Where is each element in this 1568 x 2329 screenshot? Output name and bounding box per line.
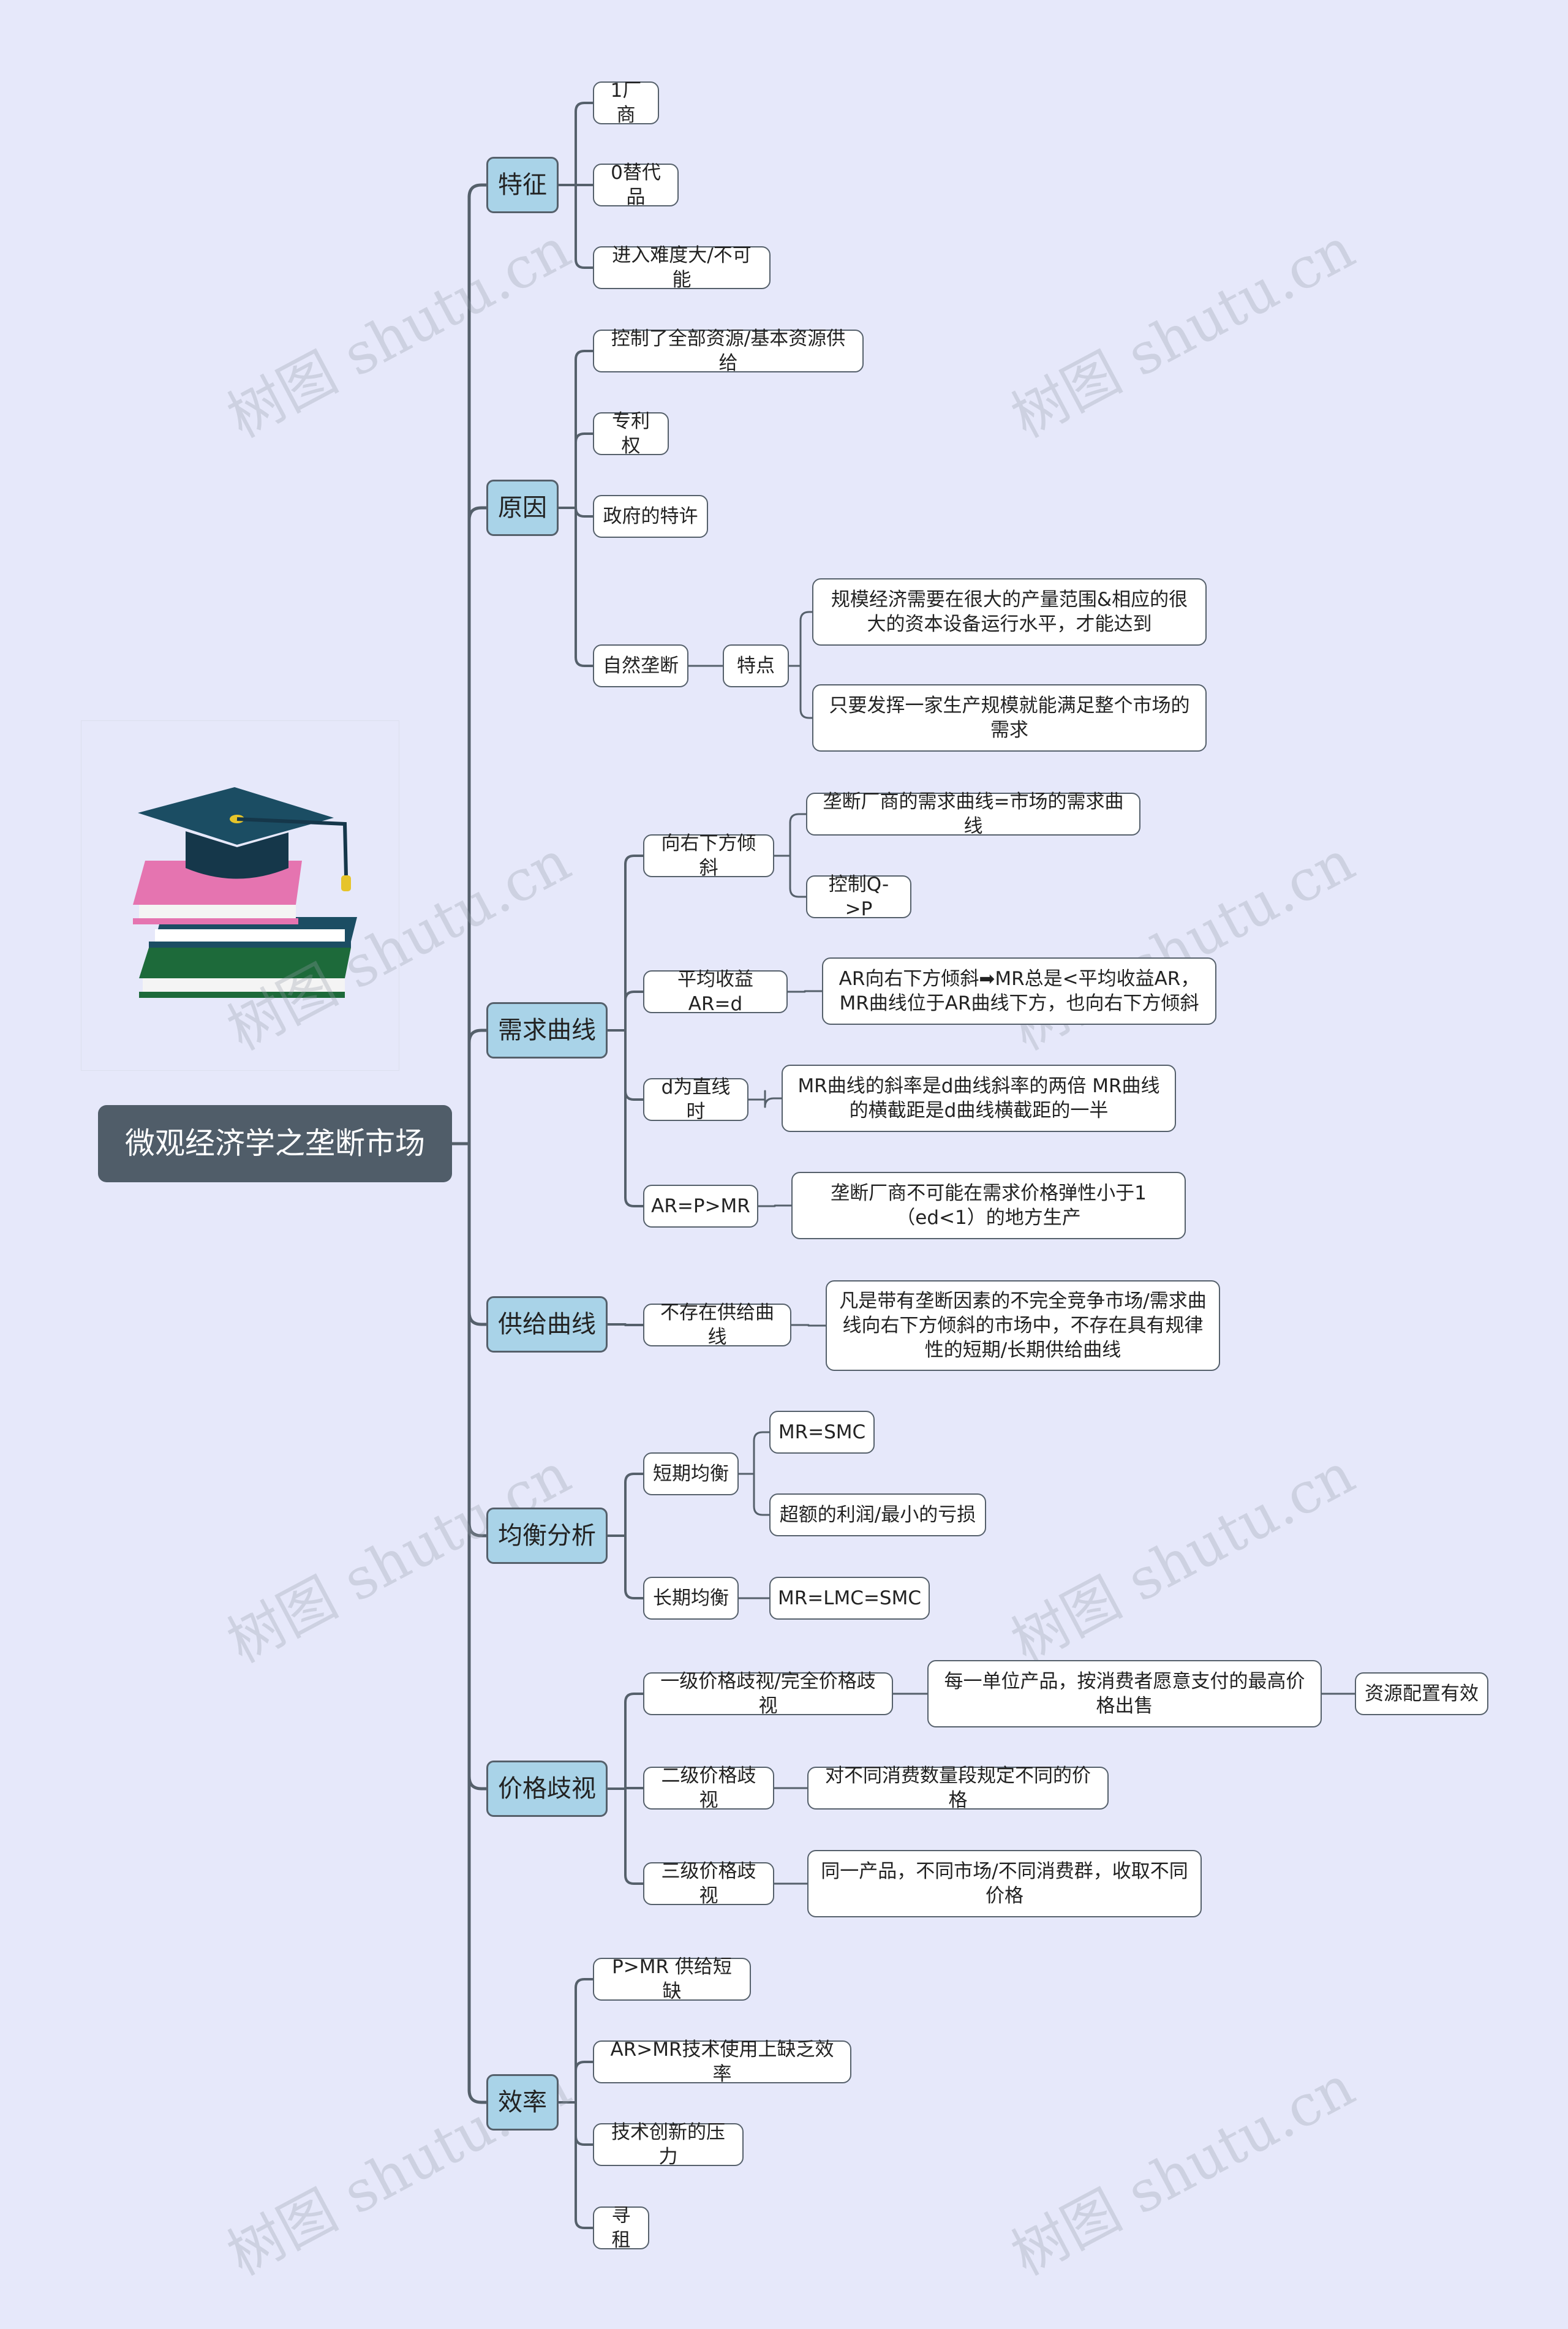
- connector-line: [575, 1978, 594, 1989]
- connector-line: [753, 1431, 771, 1442]
- leaf-causes-3[interactable]: 政府的特许: [593, 495, 708, 538]
- leaf-average-revenue-1[interactable]: AR向右下方倾斜➡MR总是<平均收益AR，MR曲线位于AR曲线下方，也向右下方倾…: [822, 957, 1216, 1025]
- leaf-natural-monopoly-traits[interactable]: 特点: [723, 644, 789, 687]
- leaf-short-run[interactable]: 短期均衡: [643, 1452, 739, 1495]
- branch-demand-curve[interactable]: 需求曲线: [486, 1002, 608, 1059]
- branch-price-discrimination[interactable]: 价格歧视: [486, 1761, 608, 1817]
- graduation-cap-on-books-icon: [133, 787, 357, 998]
- connector-line: [575, 2135, 594, 2146]
- leaf-second-degree-1[interactable]: 对不同消费数量段规定不同的价格: [807, 1765, 1109, 1811]
- connector-line: [624, 1693, 644, 1704]
- leaf-short-run-1[interactable]: MR=SMC: [769, 1411, 875, 1454]
- connector-line: [799, 611, 813, 622]
- leaf-third-degree-1[interactable]: 同一产品，不同市场/不同消费群，收取不同价格: [807, 1850, 1202, 1917]
- connector-line: [789, 813, 807, 824]
- connector-line: [575, 2218, 594, 2229]
- connector-line: [467, 183, 488, 199]
- leaf-efficiency-4[interactable]: 寻租: [593, 2205, 649, 2251]
- graduation-illustration: [81, 720, 399, 1071]
- connector-line: [575, 432, 594, 444]
- connector-line: [624, 1874, 644, 1885]
- connector-line: [467, 1310, 488, 1326]
- leaf-no-supply-curve[interactable]: 不存在供给曲线: [643, 1302, 791, 1348]
- connector-line: [624, 991, 644, 1002]
- connector-line: [799, 708, 813, 719]
- leaf-second-degree[interactable]: 二级价格歧视: [643, 1765, 774, 1811]
- leaf-features-2[interactable]: 0替代品: [593, 162, 679, 208]
- connector-line: [467, 1522, 488, 1538]
- branch-efficiency[interactable]: 效率: [486, 2074, 559, 2131]
- leaf-long-run[interactable]: 长期均衡: [643, 1577, 739, 1620]
- connector-line: [575, 507, 594, 518]
- leaf-average-revenue[interactable]: 平均收益AR=d: [643, 968, 788, 1015]
- connector-line: [575, 656, 594, 667]
- branch-equilibrium[interactable]: 均衡分析: [486, 1508, 608, 1564]
- connector-line: [575, 2061, 594, 2072]
- connector-line: [575, 258, 594, 269]
- branch-features[interactable]: 特征: [486, 157, 559, 213]
- connector-line: [624, 1196, 644, 1207]
- leaf-natural-monopoly[interactable]: 自然垄断: [593, 644, 688, 687]
- leaf-first-degree-2[interactable]: 资源配置有效: [1355, 1672, 1488, 1715]
- leaf-no-supply-curve-1[interactable]: 凡是带有垄断因素的不完全竞争市场/需求曲线向右下方倾斜的市场中，不存在具有规律性…: [826, 1280, 1220, 1371]
- leaf-long-run-1[interactable]: MR=LMC=SMC: [769, 1577, 930, 1620]
- leaf-ar-p-mr-1[interactable]: 垄断厂商不可能在需求价格弹性小于1（ed<1）的地方生产: [791, 1172, 1186, 1239]
- connector-line: [624, 1588, 644, 1599]
- leaf-short-run-2[interactable]: 超额的利润/最小的亏损: [769, 1493, 986, 1536]
- leaf-efficiency-3[interactable]: 技术创新的压力: [593, 2121, 744, 2168]
- leaf-first-degree-1[interactable]: 每一单位产品，按消费者愿意支付的最高价格出售: [927, 1660, 1322, 1727]
- leaf-efficiency-1[interactable]: P>MR 供给短缺: [593, 1956, 751, 2002]
- connector-line: [624, 1473, 644, 1484]
- leaf-efficiency-2[interactable]: AR>MR技术使用上缺乏效率: [593, 2039, 851, 2085]
- leaf-third-degree[interactable]: 三级价格歧视: [643, 1860, 774, 1907]
- leaf-trait-1[interactable]: 规模经济需要在很大的产量范围&相应的很大的资本设备运行水平，才能达到: [812, 578, 1207, 646]
- leaf-features-1[interactable]: 1厂商: [593, 80, 659, 126]
- leaf-causes-2[interactable]: 专利权: [593, 410, 669, 457]
- leaf-linear-d[interactable]: d为直线时: [643, 1076, 748, 1123]
- leaf-demand-slope[interactable]: 向右下方倾斜: [643, 832, 774, 879]
- connector-line: [467, 2088, 488, 2104]
- leaf-demand-slope-2[interactable]: 控制Q->P: [806, 874, 911, 920]
- connector-line: [575, 102, 594, 113]
- leaf-first-degree[interactable]: 一级价格歧视/完全价格歧视: [643, 1670, 893, 1717]
- leaf-linear-d-1[interactable]: MR曲线的斜率是d曲线斜率的两倍 MR曲线的横截距是d曲线横截距的一半: [782, 1065, 1176, 1132]
- leaf-demand-slope-1[interactable]: 垄断厂商的需求曲线=市场的需求曲线: [806, 791, 1140, 837]
- connector-line: [575, 350, 594, 361]
- leaf-causes-1[interactable]: 控制了全部资源/基本资源供给: [593, 328, 864, 374]
- connector-line: [624, 1090, 644, 1101]
- root-topic[interactable]: 微观经济学之垄断市场: [98, 1105, 452, 1182]
- branch-supply-curve[interactable]: 供给曲线: [486, 1296, 608, 1353]
- connector-line: [764, 1097, 783, 1108]
- leaf-ar-p-mr[interactable]: AR=P>MR: [643, 1185, 758, 1228]
- connector-line: [467, 1775, 488, 1791]
- leaf-trait-2[interactable]: 只要发挥一家生产规模就能满足整个市场的需求: [812, 684, 1207, 752]
- connector-line: [467, 506, 488, 522]
- connector-line: [467, 1029, 488, 1044]
- branch-causes[interactable]: 原因: [486, 480, 559, 536]
- connector-line: [789, 887, 807, 898]
- connector-line: [624, 855, 644, 866]
- connector-line: [753, 1505, 771, 1516]
- leaf-features-3[interactable]: 进入难度大/不可能: [593, 244, 771, 291]
